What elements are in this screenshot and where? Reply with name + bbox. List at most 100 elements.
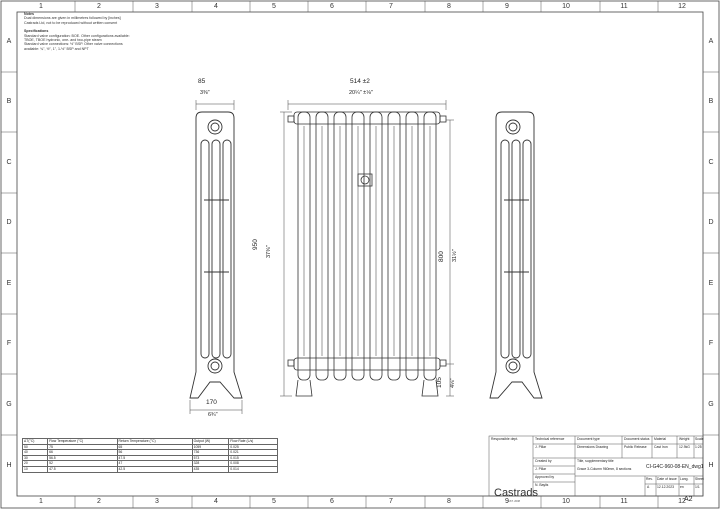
centres-mm: 800: [438, 251, 445, 262]
approved-value: N. Baylis: [535, 483, 549, 487]
front-width-mm: 514 ±2: [350, 78, 370, 85]
row-label: E: [6, 280, 12, 287]
title-value: Grace 3-Column 960mm, 8 sections: [577, 467, 632, 471]
table-cell: 42.5: [116, 466, 193, 473]
col-label: 4: [214, 3, 218, 10]
col-label: 9: [505, 498, 509, 505]
technical-value: J. Pillar: [535, 445, 547, 449]
col-label: 10: [562, 3, 570, 10]
col-label: 6: [330, 498, 334, 505]
document-number: CI-G4C-960-08-EN_dwg1: [646, 464, 704, 470]
row-label: H: [708, 462, 714, 469]
col-label: 5: [272, 498, 276, 505]
col-label: 8: [447, 498, 451, 505]
notes-line: Castrads Ltd, not to be reproduced witho…: [24, 20, 118, 25]
col-label: 6: [330, 3, 334, 10]
scale-label: Scale: [695, 437, 704, 441]
col-label: 7: [389, 3, 393, 10]
issue-label: Date of issue: [657, 477, 677, 481]
col-label: 8: [447, 3, 451, 10]
table-cell: 47.5: [47, 466, 118, 473]
centres-in: 31½": [452, 249, 458, 262]
row-label: C: [6, 159, 12, 166]
material-label: Material: [654, 437, 667, 441]
doc-status-value: Public Release: [624, 445, 647, 449]
col-label: 7: [389, 498, 393, 505]
table-cell: 435: [191, 466, 230, 473]
side-width-in: 3⅜": [200, 90, 210, 96]
row-label: A: [708, 38, 714, 45]
col-label: 1: [39, 498, 43, 505]
spec-title: Specifications: [24, 29, 49, 34]
side-width-mm: 85: [198, 78, 206, 85]
sheet-value: 1/1: [695, 485, 700, 489]
row-label: A: [6, 38, 12, 45]
temperature-output-table: ΔT(°C) Flow Temperature (°C) Return Temp…: [21, 438, 278, 473]
table-cell: 0.025: [228, 443, 278, 451]
created-label: Created by: [535, 459, 552, 463]
col-label: 3: [155, 498, 159, 505]
row-label: C: [708, 159, 714, 166]
table-cell: 0.008: [228, 460, 278, 467]
height-in: 37⅜": [266, 245, 272, 258]
front-width-in: 20¼" ±⅛": [349, 90, 373, 96]
table-cell: 65: [116, 443, 193, 451]
table-header-row: ΔT(°C) Flow Temperature (°C) Return Temp…: [21, 438, 278, 445]
table-cell: 52: [47, 460, 118, 467]
spec-line: Standard valve configuration: BOE. Other…: [24, 33, 130, 38]
paper-size: A2: [684, 496, 693, 503]
row-label: D: [6, 219, 12, 226]
row-label: G: [6, 401, 12, 408]
row-label: G: [708, 401, 714, 408]
col-label: 1: [39, 3, 43, 10]
depth-mm: 170: [206, 399, 217, 406]
table-row: 20 52 47 328 0.008: [21, 460, 278, 467]
scale-value: 1:25: [695, 445, 702, 449]
row-label: F: [6, 340, 12, 347]
sheet-label: Sheet: [695, 477, 704, 481]
doc-type-label: Document type: [577, 437, 600, 441]
table-cell: 56.5: [47, 454, 118, 462]
table-row: 30 56.5 47.5 573 0.015: [21, 454, 278, 462]
material-value: Cast Iron: [654, 445, 668, 449]
table-cell: 75: [47, 443, 118, 451]
castrads-logo: Castrads: [494, 487, 539, 499]
row-label: H: [6, 462, 12, 469]
notes-title: Notes: [24, 12, 34, 16]
weight-label: Weight: [679, 437, 690, 441]
col-label: 2: [97, 3, 101, 10]
spec-line: TBOE, TBOE hydronic, one- and two-pipe s…: [24, 38, 102, 43]
col-label: 10: [562, 498, 570, 505]
table-cell: 56: [116, 449, 193, 456]
lang-value: en: [680, 485, 684, 489]
rev-label: Rev.: [646, 477, 653, 481]
title-label: Title, supplementary title: [577, 459, 614, 463]
table-cell: 0.015: [228, 454, 278, 462]
col-label: 12: [678, 3, 686, 10]
row-label: B: [708, 98, 714, 105]
technical-label: Technical reference: [535, 437, 565, 441]
table-cell: 0.014: [228, 466, 278, 473]
doc-type-value: Dimensions Drawing: [577, 445, 609, 449]
table-header: Flow Temperature (°C): [47, 438, 118, 445]
floor-in: 4⅛": [450, 378, 456, 388]
floor-mm: 105: [436, 377, 443, 388]
notes-line: Dual dimensions are given in millimetres…: [24, 16, 121, 21]
row-label: B: [6, 98, 12, 105]
dimension-lines: [189, 100, 454, 414]
right-side-view: [489, 111, 543, 399]
table-row: 50 75 65 1059 0.025: [21, 443, 278, 451]
responsible-label: Responsible dept.: [491, 437, 519, 441]
row-label: D: [708, 219, 714, 226]
col-label: 12: [678, 498, 686, 505]
col-label: 2: [97, 498, 101, 505]
front-view: [287, 111, 447, 397]
col-label: 3: [155, 3, 159, 10]
issue-value: 12.12.2023: [657, 485, 674, 489]
col-label: 11: [620, 498, 628, 505]
table-row: 40 66 56 736 0.021: [21, 449, 278, 456]
table-cell: 0.021: [228, 449, 278, 456]
weight-value: 12.9kG: [679, 445, 690, 449]
rev-value: A: [647, 485, 650, 489]
